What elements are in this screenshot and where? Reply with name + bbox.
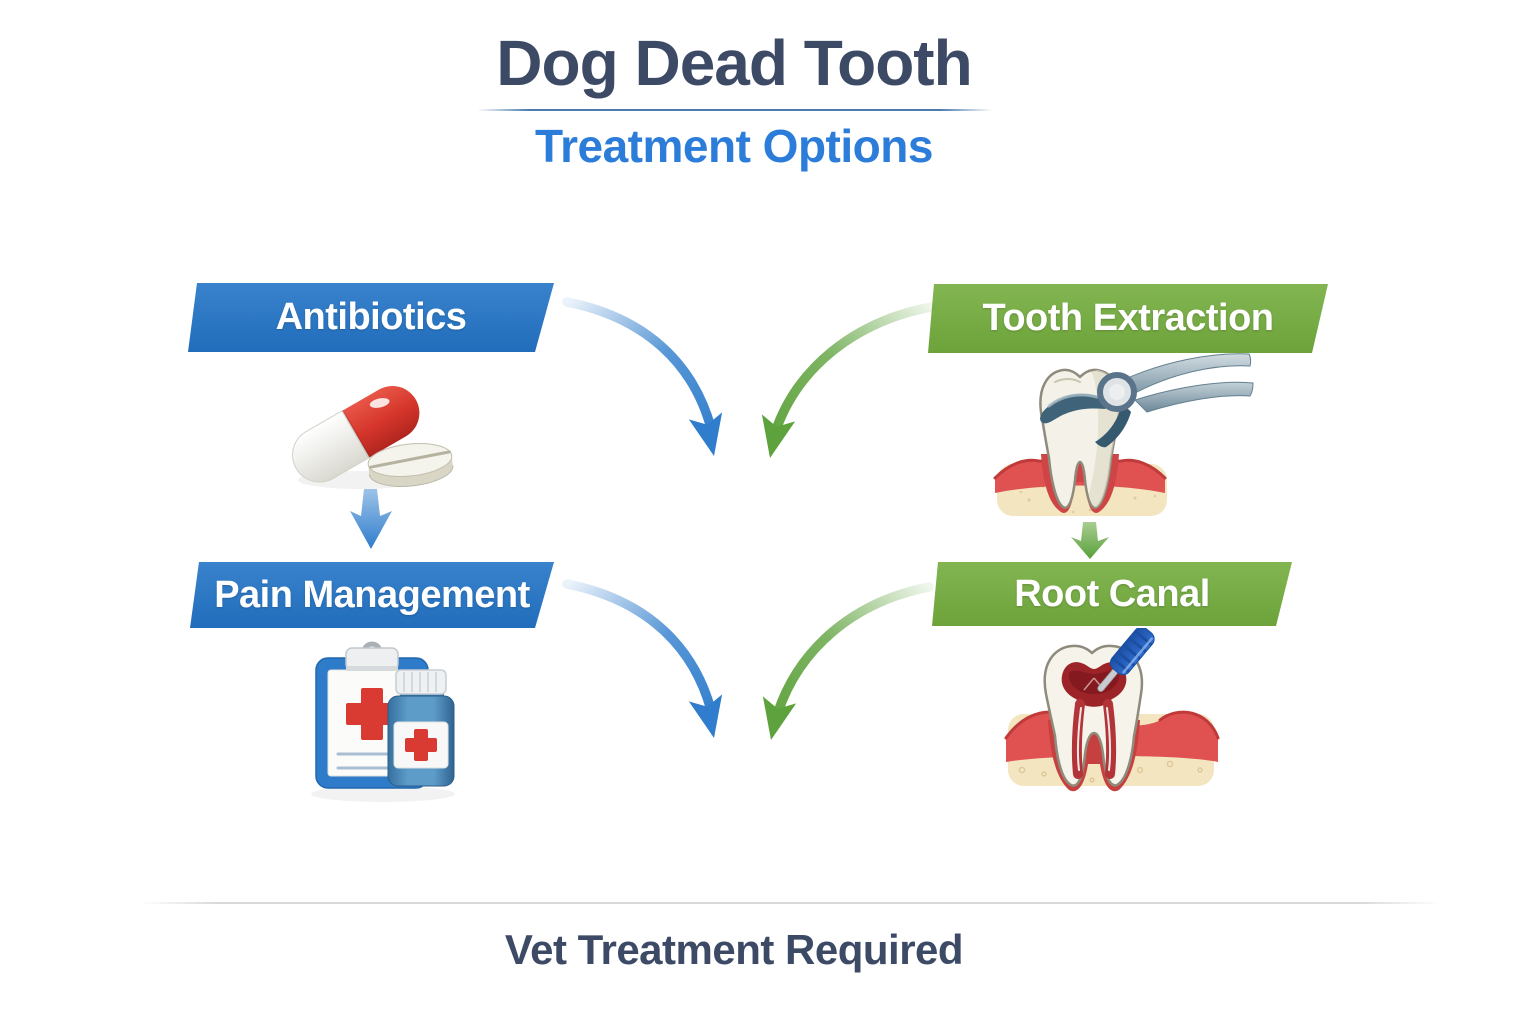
node-label-tooth-extraction: Tooth Extraction [982,297,1274,339]
page-subtitle: Treatment Options [535,120,933,173]
footer-label: Vet Treatment Required [504,926,964,973]
arrow-root-canal-to-center [762,582,934,740]
arrow-antibiotics-down [350,489,392,549]
title-divider [476,109,992,112]
footer-divider [140,902,1440,904]
page-title: Dog Dead Tooth [496,27,972,99]
capsule-and-tablet-icon [292,386,454,489]
node-banner-tooth-extraction: Tooth Extraction [928,284,1328,353]
node-banner-antibiotics: Antibiotics [188,283,554,352]
node-label-pain-management: Pain Management [214,573,530,616]
arrow-antibiotics-to-center [562,297,723,456]
node-label-antibiotics: Antibiotics [275,296,467,338]
arrow-pain-management-to-center [562,579,723,738]
arrow-extraction-down [1071,522,1109,559]
node-banner-pain-management: Pain Management [190,562,554,628]
node-label-root-canal: Root Canal [1014,572,1210,615]
arrow-tooth-extraction-to-center [761,302,936,458]
clipboard-and-medicine-bottle-icon [311,641,455,802]
node-banner-root-canal: Root Canal [932,562,1292,626]
tooth-root-canal-file-icon [1004,628,1220,792]
tooth-forceps-extraction-icon [993,353,1254,516]
header: Dog Dead Tooth Treatment Options [334,27,1134,173]
